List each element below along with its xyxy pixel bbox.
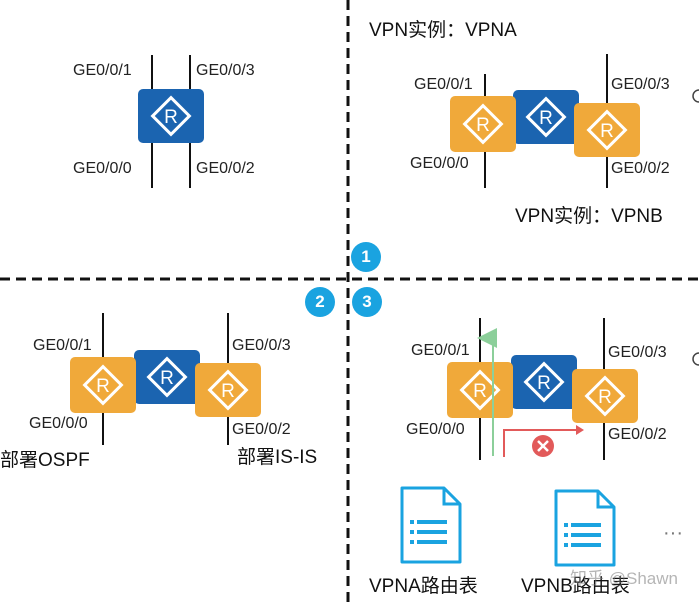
port-label: GE0/0/1 [414,76,473,93]
router-icon [195,363,261,417]
router-icon [138,89,204,143]
document-icon [554,489,616,567]
port-label: GE0/0/2 [196,160,255,177]
step-badge: 3 [352,287,382,317]
port-label: GE0/0/0 [73,160,132,177]
port-label: GE0/0/2 [232,421,291,438]
watermark: 知乎 @Shawn [570,569,678,588]
router-icon [447,362,513,418]
port-label: GE0/0/0 [29,415,88,432]
port-label: GE0/0/1 [411,342,470,359]
document-icon [400,486,462,564]
router-icon [134,350,200,404]
router-icon [513,90,579,144]
port-label: GE0/0/1 [33,337,92,354]
router-icon [511,355,577,409]
port-label: GE0/0/3 [611,76,670,93]
port-label: GE0/0/3 [196,62,255,79]
route-table-label: VPNA路由表 [369,576,478,597]
port-label: GE0/0/2 [611,160,670,177]
route-table-label: VPNB路由表 [521,576,630,597]
blocked-icon [532,435,554,457]
port-label: GE0/0/2 [608,426,667,443]
port-label: GE0/0/0 [406,421,465,438]
port-label: GE0/0/0 [410,155,469,172]
protocol-label: 部署IS-IS [237,447,318,468]
blocked-arrow [503,425,584,457]
router-icon [450,96,516,152]
protocol-label: 部署OSPF [0,450,90,471]
port-label: GE0/0/1 [73,62,132,79]
port-label: GE0/0/3 [232,337,291,354]
step-badge: 1 [351,242,381,272]
vpn-instance-label: VPN实例：VPNB [515,206,663,227]
router-icon [70,357,136,413]
router-icon [574,103,640,157]
vpn-instance-label: VPN实例：VPNA [369,20,517,41]
port-label: GE0/0/3 [608,344,667,361]
step-badge: 2 [305,287,335,317]
router-icon [572,369,638,423]
more-ellipsis: ··· [663,522,683,544]
